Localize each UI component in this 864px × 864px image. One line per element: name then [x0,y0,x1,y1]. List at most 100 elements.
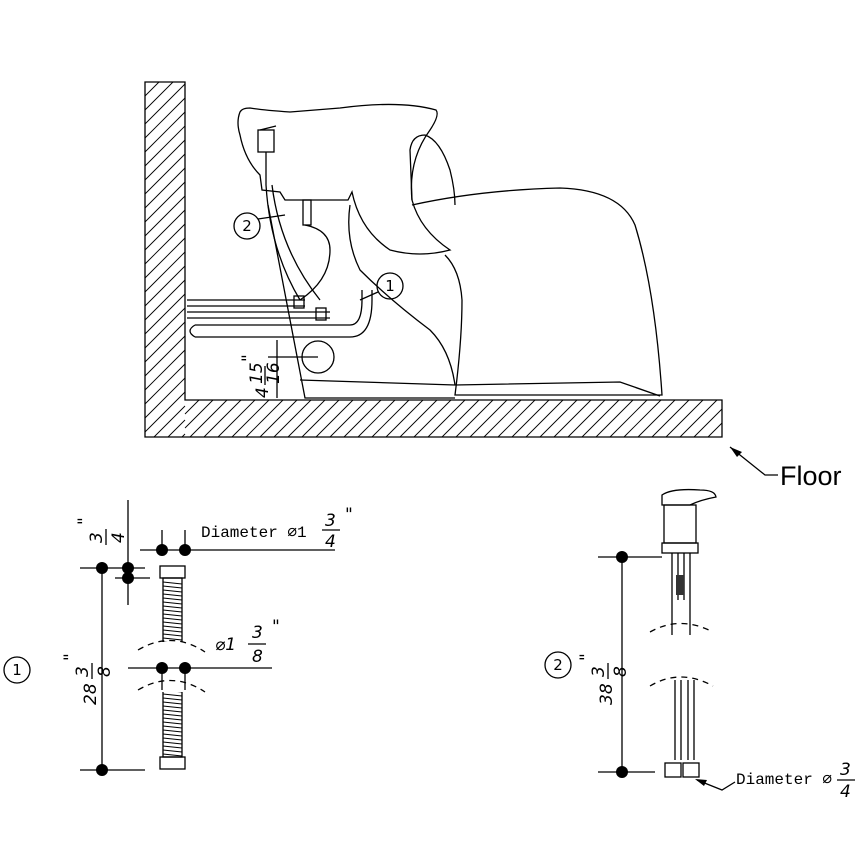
hose-2-connector-diameter-num: 3 [840,760,851,780]
hose-thread [162,601,183,605]
hose-1-nut-diameter-num: 3 [325,511,336,531]
hatch-line [553,399,592,438]
hose-thread [162,585,183,589]
hatch-line [679,399,718,438]
hose-1-diameter-num: 3 [252,623,263,643]
hose-1-nut-diameter-unit: " [345,505,353,525]
hatch-line [144,167,186,209]
floor-label: Floor [780,461,842,491]
hatch-line [184,399,200,415]
hatch-line [483,399,522,438]
hatch-line [539,399,578,438]
hose-thread [162,737,183,741]
hose-thread [162,721,183,725]
hatch-line [413,399,452,438]
hatch-line [287,399,326,438]
hatch-line [441,399,480,438]
hose-thread [162,633,183,637]
hatch-line [525,399,564,438]
hatch-line [427,399,466,438]
hose-1-length-num: 3 [73,666,93,677]
hose-thread [162,625,183,629]
hose-thread [162,605,183,609]
faucet-lever [661,488,717,506]
hose-thread [162,697,183,701]
hose-thread [162,749,183,753]
hose-thread [162,617,183,621]
hose-thread [162,709,183,713]
callout-2: 2 [242,217,252,235]
hatch-line [144,321,186,363]
hose-thread [162,745,183,749]
hose-thread [162,637,183,641]
hatch-line [273,399,312,438]
hose-1-nut-length-unit: " [75,517,95,525]
hose-2-id: 2 [553,656,563,674]
hose-thread [162,621,183,625]
hose-1-nut-diameter-den: 4 [325,532,336,552]
hatch-line [343,399,382,438]
hose-thread [162,701,183,705]
drain-height-unit: " [239,354,259,362]
callout-2-circle [233,212,261,240]
faucet-body [663,504,697,544]
hose-2-length-den: 8 [611,666,631,677]
hatch-line [144,307,186,349]
callout-1-circle [376,272,404,300]
chair-seat [411,187,663,396]
hatch-line [315,399,354,438]
hose-thread [162,693,183,697]
hatch-line [144,209,186,251]
hatch-line [693,408,723,438]
supply-pipes [187,184,373,358]
callout-1: 1 [385,277,395,295]
hatch-line [144,377,186,419]
hose-thread [162,733,183,737]
hose-thread [162,597,183,601]
drain-height-num: 15 [247,362,267,384]
chair-back [409,134,456,206]
hose-thread [162,581,183,585]
hatch-line [144,111,186,153]
hatch-line [371,399,410,438]
hose-thread [162,629,183,633]
hatch-line [385,399,424,438]
hose-thread [162,589,183,593]
wash-bowl [237,103,452,255]
hatch-line [665,399,704,438]
hatch-line [144,349,186,391]
hose-2-length-unit: " [577,653,597,661]
hatch-line [144,251,186,293]
faucet [257,129,275,153]
hose-2-length-whole: 38 [597,683,617,705]
hose-1-top-nut [159,565,186,579]
hatch-line [153,405,186,438]
hatch-line [259,399,298,438]
hose-thread [162,717,183,721]
wall [144,81,723,438]
hatch-line [399,399,438,438]
hose-2-drawing: 2 38 3 8 " Diameter ⌀ 3 4 [544,488,855,802]
hose-thread [162,705,183,709]
hatch-line [189,399,228,438]
hatch-line [567,399,606,438]
hose-1-diameter-prefix: ⌀1 [215,635,236,655]
drain-height-den: 16 [264,362,284,384]
hatch-line [144,279,186,321]
hose-1-id: 1 [12,661,22,679]
hose-1-bottom-nut [159,756,186,770]
hatch-line [144,181,186,223]
hatch-line [231,399,270,438]
hose-1-drawing: 1 28 3 8 " 3 4 " [3,500,353,776]
hatch-line [144,223,186,265]
hatch-line [144,97,186,139]
hose-2-length-num: 3 [589,666,609,677]
hatch-line [184,399,214,429]
hatch-line [144,293,186,335]
drain-pipe [302,199,312,226]
hatch-line [581,399,620,438]
hatch-line [144,81,174,111]
faucet-lever [259,125,277,185]
